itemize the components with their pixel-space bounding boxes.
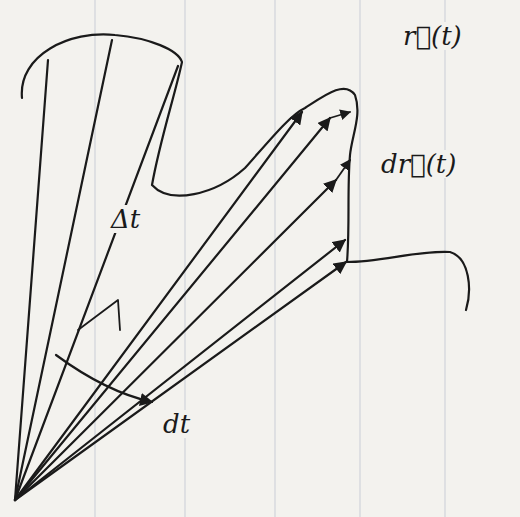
vector-label: r⃗(t) [400, 22, 465, 50]
angle-arc [56, 355, 152, 402]
notebook-rules [95, 0, 445, 517]
interval-label: Δt [108, 205, 143, 233]
angle-label: dt [160, 410, 193, 438]
differential-vectors [330, 112, 350, 180]
curve [22, 34, 469, 310]
angle-wedge [78, 300, 120, 330]
differential-label: dr⃗(t) [378, 150, 459, 178]
position-vectors [15, 40, 346, 500]
